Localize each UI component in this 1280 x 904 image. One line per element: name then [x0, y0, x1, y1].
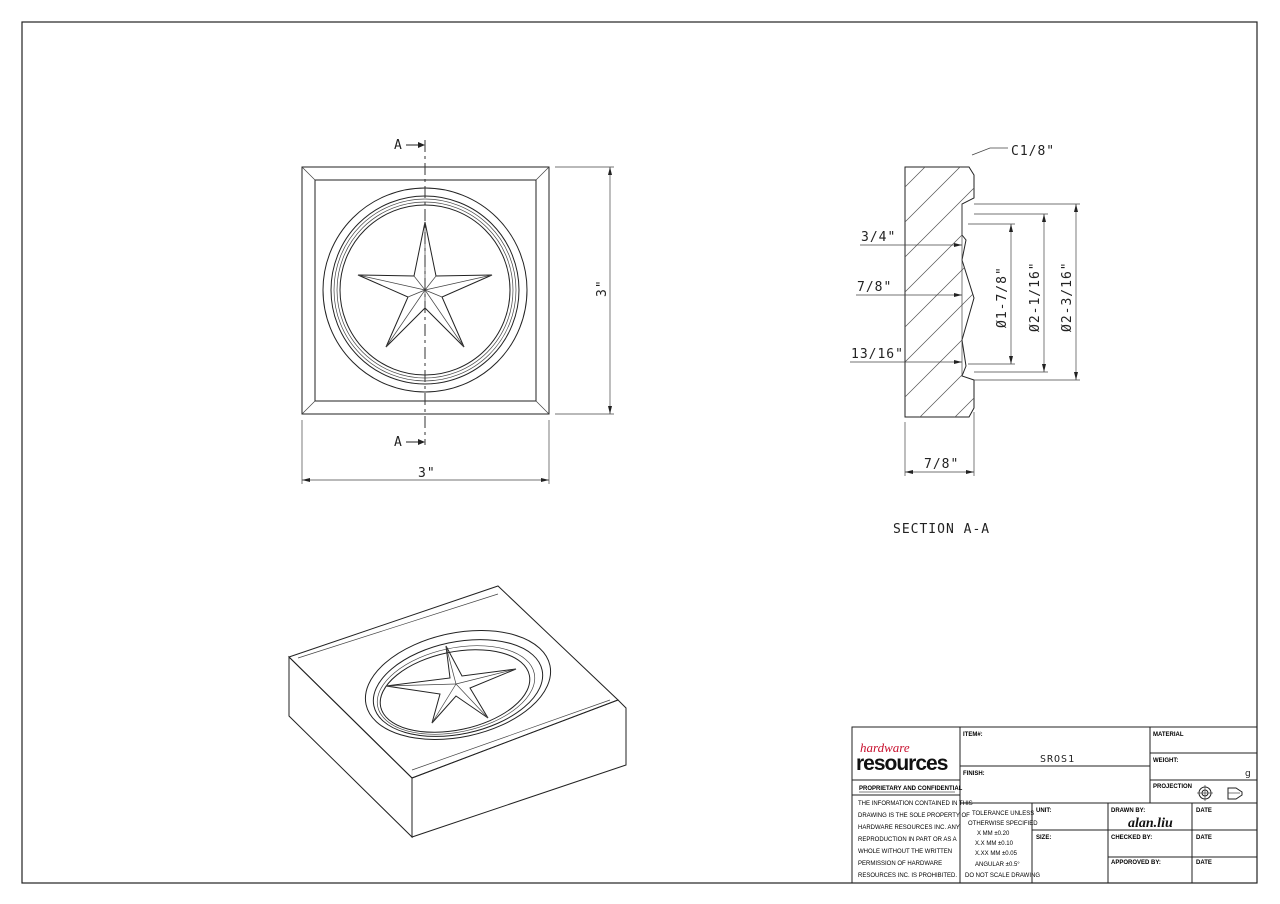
- proprietary-line-6: PERMISSION OF HARDWARE: [858, 861, 942, 867]
- proprietary-line-5: WHOLE WITHOUT THE WRITTEN: [858, 849, 952, 855]
- weight-label: WEIGHT:: [1153, 758, 1178, 764]
- chamfer-dim: C1/8": [1011, 144, 1055, 159]
- depth-dim-2: 7/8": [857, 280, 892, 295]
- logo-top: hardware: [860, 740, 910, 755]
- size-label: SIZE:: [1036, 835, 1051, 841]
- thickness-dim: 7/8": [924, 457, 959, 472]
- tolerance-line-4: X.X MM ±0.10: [975, 841, 1014, 847]
- proprietary-line-3: HARDWARE RESOURCES INC. ANY: [858, 825, 960, 831]
- tolerance-line-6: ANGULAR ±0.5°: [975, 862, 1020, 868]
- depth-dim-1: 3/4": [861, 230, 896, 245]
- tolerance-line-5: X.XX MM ±0.05: [975, 851, 1018, 857]
- sheet-border: [21, 21, 1258, 884]
- approved-by-label: APPOROVED BY:: [1111, 860, 1161, 866]
- diameter-dim-3: Ø2-3/16": [1060, 261, 1075, 332]
- isometric-star-emblem: [385, 645, 517, 724]
- drawn-by-value: alan.liu: [1128, 816, 1173, 831]
- proprietary-line-4: REPRODUCTION IN PART OR AS A: [858, 837, 957, 843]
- section-marker-top: A: [394, 138, 403, 153]
- section-view: C1/8" Ø1-7/8" Ø2-1/16" Ø2-3/16" 3/4" 7/8…: [850, 144, 1080, 537]
- projection-label: PROJECTION: [1153, 784, 1192, 790]
- weight-value: g: [1245, 769, 1251, 779]
- section-marker-bottom: A: [394, 435, 403, 450]
- title-block: hardware resources PROPRIETARY AND CONFI…: [851, 726, 1258, 884]
- proprietary-line-2: DRAWING IS THE SOLE PROPERTY OF: [858, 813, 970, 819]
- isometric-view: [288, 585, 627, 839]
- diameter-dim-2: Ø2-1/16": [1028, 261, 1043, 332]
- item-value: SROS1: [1040, 754, 1075, 765]
- tolerance-line-3: X MM ±0.20: [977, 831, 1010, 837]
- diameter-dim-1: Ø1-7/8": [995, 266, 1010, 328]
- date-label-approved: DATE: [1196, 860, 1212, 866]
- logo-bottom: resources: [856, 752, 948, 775]
- front-view: A A 3" 3": [301, 138, 614, 484]
- date-label-drawn: DATE: [1196, 808, 1212, 814]
- proprietary-line-1: THE INFORMATION CONTAINED IN THIS: [858, 801, 973, 807]
- date-label-checked: DATE: [1196, 835, 1212, 841]
- item-label: ITEM#:: [963, 732, 983, 738]
- finish-label: FINISH:: [963, 771, 985, 777]
- proprietary-line-7: RESOURCES INC. IS PROHIBITED.: [858, 873, 957, 879]
- depth-dim-3: 13/16": [851, 347, 904, 362]
- tolerance-line-1: TOLERANCE UNLESS: [972, 811, 1034, 817]
- proprietary-heading: PROPRIETARY AND CONFIDENTIAL: [859, 786, 963, 792]
- front-height-dim: 3": [595, 279, 610, 297]
- front-width-dim: 3": [418, 466, 436, 481]
- drawn-by-label: DRAWN BY:: [1111, 808, 1145, 814]
- section-title: SECTION A-A: [893, 522, 990, 537]
- unit-label: UNIT:: [1036, 808, 1051, 814]
- tolerance-line-7: DO NOT SCALE DRAWING: [965, 873, 1040, 879]
- checked-by-label: CHECKED BY:: [1111, 835, 1152, 841]
- material-label: MATERIAL: [1153, 732, 1184, 738]
- tolerance-line-2: OTHERWISE SPECIFIED: [968, 821, 1038, 827]
- projection-symbol-icon: [1197, 785, 1243, 801]
